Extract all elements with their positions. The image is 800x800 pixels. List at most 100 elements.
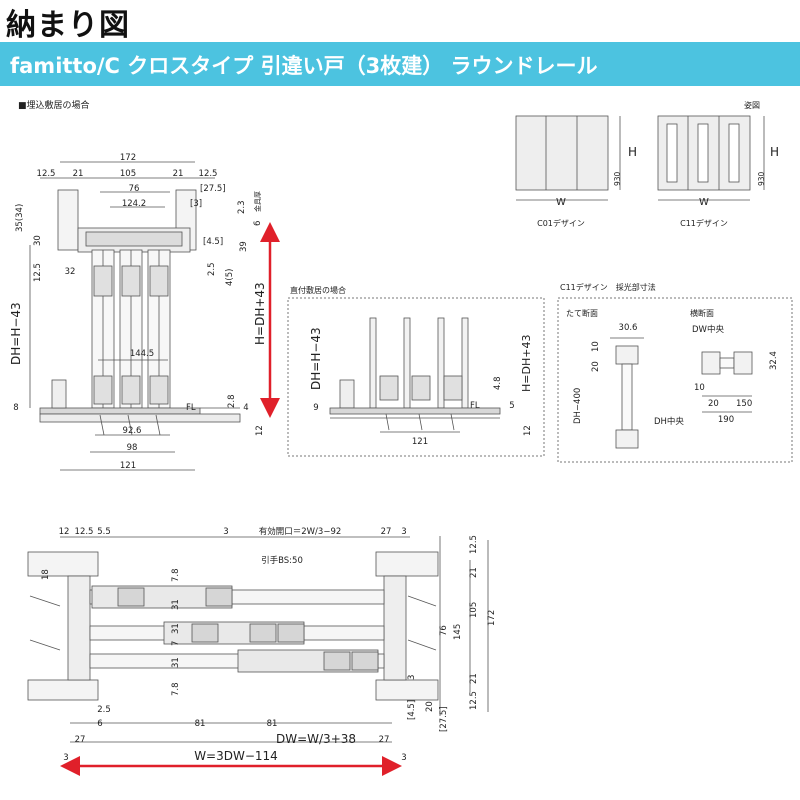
dim-2-5-plan: 2.5: [97, 705, 111, 715]
section-surface-label: 直付敷居の場合: [290, 285, 346, 295]
dim-12-5-left: 12.5: [37, 169, 56, 179]
dim-21-left: 21: [73, 169, 84, 179]
dim-2-8: 2.8: [227, 394, 237, 408]
dim-2-5: 2.5: [207, 262, 217, 276]
dim-145: 145: [453, 624, 463, 640]
dim-31-c: 31: [171, 657, 181, 668]
h-label-c01: H: [628, 145, 637, 159]
c01-design-label: C01デザイン: [537, 218, 585, 228]
h-label-embedded: H=DH+43: [253, 282, 267, 345]
dim-8: 8: [13, 403, 18, 413]
dim-4-5: [4.5]: [203, 237, 223, 247]
dim-27-plan-bottom: 27: [75, 735, 86, 745]
dim-9: 9: [313, 403, 318, 413]
dim-76: 76: [129, 184, 140, 194]
dim-35-34: 35(34): [15, 204, 25, 232]
c11-vertical-section: [610, 337, 644, 449]
dim-3-plan-right: 3: [407, 675, 417, 680]
dim-3-plan-top: 3: [223, 527, 228, 537]
dim-3-plan-top-right: 3: [401, 527, 406, 537]
dim-30: 30: [33, 235, 43, 246]
dim-27-plan-top: 27: [381, 527, 392, 537]
dim-21-plan-right-top: 21: [469, 567, 479, 578]
dim-144-5: 144.5: [130, 349, 154, 359]
surface-sill-section: [329, 317, 501, 433]
dim-20-plan: 20: [425, 701, 435, 712]
dim-6-kanagu: 6: [253, 221, 263, 226]
surface-sill-box: [287, 297, 545, 457]
dim-3-bracket: [3]: [190, 199, 202, 209]
dim-21-plan-right-bottom: 21: [469, 673, 479, 684]
dh-label-surface: DH=H−43: [309, 327, 323, 390]
dim-32: 32: [65, 267, 76, 277]
kanagu-label: 金具厚: [253, 191, 262, 212]
dim-12-floor: 12: [255, 425, 265, 436]
dim-10-horiz: 10: [694, 383, 705, 393]
dim-81-right: 81: [267, 719, 278, 729]
w-label-c11: W: [699, 197, 709, 208]
dim-27-5: [27.5]: [200, 184, 226, 194]
dim-27-plan-bottom-right: 27: [379, 735, 390, 745]
dim-92-6: 92.6: [123, 426, 142, 436]
c11-horizontal-section: [701, 351, 753, 413]
title-banner: famitto/C クロスタイプ 引違い戸（3枚建） ラウンドレール: [0, 42, 800, 86]
fl-embedded: FL: [186, 403, 196, 413]
dim-81-left: 81: [195, 719, 206, 729]
elevation-c01: [515, 115, 621, 201]
dim-39: 39: [239, 241, 249, 252]
dim-21-right: 21: [173, 169, 184, 179]
plan-view: [27, 536, 489, 743]
dw-formula: DW=W/3+38: [276, 732, 356, 746]
horizontal-section-label: 横断面: [690, 308, 714, 318]
dim-dh-400: DH−400: [573, 388, 583, 424]
dim-7-8-top: 7.8: [171, 568, 181, 582]
product-name: famitto/C クロスタイプ 引違い戸（3枚建） ラウンドレール: [10, 54, 598, 78]
dim-5: 5: [509, 401, 514, 411]
dim-76-plan: 76: [439, 625, 449, 636]
section-c11-label: C11デザイン 採光部寸法: [560, 282, 656, 292]
embedded-sill-dimensions: 172 12.5 21 105 21 12.5 76 [27.5] 124.2 …: [9, 153, 265, 471]
vertical-section-label: たて断面: [566, 308, 598, 318]
surface-sill-dimensions: DH=H−43 H=DH+43 9 4.8 5 FL 12 121: [309, 327, 533, 447]
dim-20-horiz: 20: [708, 399, 719, 409]
dim-31-a: 31: [171, 599, 181, 610]
dh-center-label: DH中央: [654, 416, 684, 427]
dim-4-5-paren: 4(5): [225, 269, 235, 286]
dim-12-5-vert: 12.5: [33, 263, 43, 282]
fl-surface: FL: [470, 401, 480, 411]
dim-30-6: 30.6: [619, 323, 638, 333]
dim-6-plan: 6: [97, 719, 102, 729]
embedded-sill-section: [29, 161, 241, 471]
dim-121: 121: [120, 461, 136, 471]
dim-12-plan: 12: [59, 527, 70, 537]
dim-4: 4: [243, 403, 248, 413]
dim-190: 190: [718, 415, 734, 425]
section-elevation-label: 姿図: [744, 100, 760, 110]
c11-light-box: [557, 297, 793, 463]
w-label-c01: W: [556, 197, 566, 208]
dim-124-2: 124.2: [122, 199, 146, 209]
dim-121-surface: 121: [412, 437, 428, 447]
dim-930-c11: 930: [757, 171, 766, 186]
dim-172-plan: 172: [487, 610, 497, 626]
dim-5-5: 5.5: [97, 527, 111, 537]
dw-center-label: DW中央: [692, 324, 724, 335]
page-title: 納まり図: [6, 8, 130, 43]
h-label-surface: H=DH+43: [520, 335, 533, 392]
elevation-c11: [657, 115, 765, 201]
effective-opening: 有効開口＝2W/3−92: [259, 526, 342, 537]
dim-4-8: 4.8: [493, 376, 503, 390]
dh-label-embedded: DH=H−43: [9, 302, 23, 365]
dim-12-surface: 12: [523, 425, 533, 436]
dim-930-c01: 930: [613, 171, 622, 186]
dim-27-5-plan: [27.5]: [439, 706, 449, 732]
dim-2-3: 2.3: [237, 200, 247, 214]
dim-12-5-plan: 12.5: [75, 527, 94, 537]
dim-4-5-plan: [4.5]: [407, 700, 417, 720]
handle-bs: 引手BS:50: [261, 555, 303, 566]
h-label-c11: H: [770, 145, 779, 159]
c11-design-label: C11デザイン: [680, 218, 728, 228]
plan-view-dimensions: 12 12.5 5.5 3 有効開口＝2W/3−92 27 3 引手BS:50 …: [41, 526, 497, 763]
dim-20-vert: 20: [591, 361, 601, 372]
